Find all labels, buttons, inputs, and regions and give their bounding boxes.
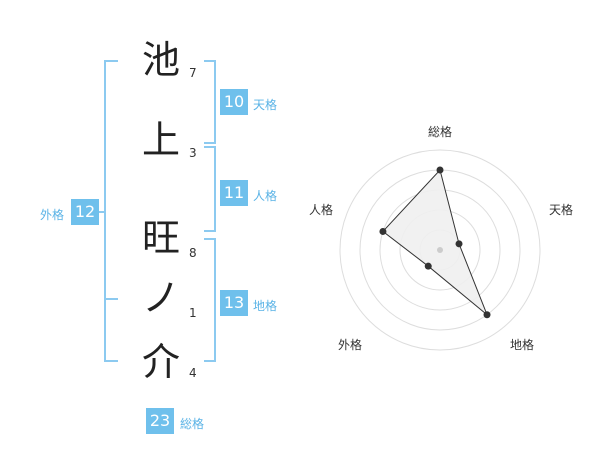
stroke-count-2: 3 xyxy=(189,146,197,160)
chikaku-label: 地格 xyxy=(253,299,278,313)
name-char-2: 上 xyxy=(141,118,180,162)
radar-point-2 xyxy=(455,240,463,248)
radar-rings xyxy=(339,149,541,351)
gaikaku-bracket-top xyxy=(104,60,118,300)
gaikaku-label: 外格 xyxy=(40,208,65,222)
radar-ring xyxy=(379,189,501,311)
radar-point-3 xyxy=(483,311,491,319)
gaikaku-badge: 12 xyxy=(71,199,99,225)
name-char-5: 介 xyxy=(141,340,180,384)
radar-ring xyxy=(419,229,461,271)
radar-label-tenkaku: 天格 xyxy=(549,203,574,217)
name-char-3: 旺 xyxy=(141,216,180,260)
jinkaku-badge: 11 xyxy=(220,180,248,206)
tenkaku-bracket xyxy=(204,60,216,144)
stroke-count-5: 4 xyxy=(189,366,197,380)
jinkaku-bracket xyxy=(204,146,216,232)
radar-point-4 xyxy=(424,262,432,270)
gaikaku-bracket-bottom xyxy=(104,298,118,362)
chikaku-badge: 13 xyxy=(220,290,248,316)
soukaku-label: 総格 xyxy=(180,417,205,431)
radar-points xyxy=(379,166,491,319)
radar-label-soukaku: 総格 xyxy=(428,125,453,139)
radar-data-shape xyxy=(382,168,488,316)
radar-center-dot xyxy=(437,247,443,253)
chikaku-bracket xyxy=(204,238,216,362)
radar-label-chikaku: 地格 xyxy=(510,338,535,352)
radar-ring xyxy=(359,169,521,331)
radar-label-jinkaku: 人格 xyxy=(309,203,334,217)
stroke-count-4: 1 xyxy=(189,306,197,320)
radar-ring xyxy=(399,209,481,291)
radar-ring xyxy=(339,149,541,351)
name-char-4: ノ xyxy=(141,276,180,320)
radar-point-5 xyxy=(379,227,387,235)
stroke-count-3: 8 xyxy=(189,246,197,260)
name-char-1: 池 xyxy=(141,38,180,82)
tenkaku-badge: 10 xyxy=(220,89,248,115)
stroke-count-1: 7 xyxy=(189,66,197,80)
radar-label-gaikaku: 外格 xyxy=(338,338,363,352)
gaikaku-connector xyxy=(94,211,104,213)
jinkaku-label: 人格 xyxy=(253,189,278,203)
tenkaku-label: 天格 xyxy=(253,98,278,112)
radar-point-1 xyxy=(436,166,444,174)
soukaku-badge: 23 xyxy=(146,408,174,434)
